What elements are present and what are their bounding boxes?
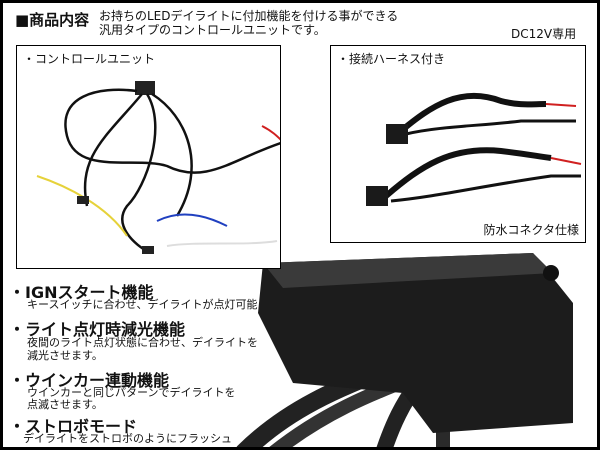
harness-panel: ・接続ハーネス付き 防水コネクタ仕様 — [330, 45, 586, 243]
feature-title: ・ウインカー連動機能 — [9, 371, 170, 390]
voltage-label: DC12V専用 — [511, 27, 577, 41]
feature-description: 点滅させます。 — [27, 398, 103, 411]
description-line: お持ちのLEDデイライトに付加機能を付ける事ができる — [99, 9, 399, 23]
harness-label: ・接続ハーネス付き — [337, 52, 446, 66]
control-unit-label: ・コントロールユニット — [23, 52, 156, 66]
control-unit-panel: ・コントロールユニット — [16, 45, 281, 269]
feature-description: 夜間のライト点灯状態に合わせ、デイライトを — [27, 336, 258, 349]
feature-description: ウインカーと同じパターンでデイライトを — [27, 386, 236, 399]
feature-description: キースイッチに合わせ、デイライトが点灯可能 — [27, 298, 258, 311]
feature-description: デイライトをストロボのようにフラッシュ — [23, 432, 232, 445]
description-line: 汎用タイプのコントロールユニットです。 — [99, 23, 326, 37]
feature-title: ・ライト点灯時減光機能 — [9, 320, 186, 339]
control-unit-photo — [236, 253, 573, 447]
harness-caption: 防水コネクタ仕様 — [483, 223, 579, 237]
feature-description: 減光させます。 — [27, 349, 103, 362]
product-description: お持ちのLEDデイライトに付加機能を付ける事ができる 汎用タイプのコントロールユ… — [99, 9, 398, 37]
feature-title: ・IGNスタート機能 — [9, 283, 154, 302]
wiring-photo — [36, 81, 280, 254]
harness-photo — [366, 92, 582, 206]
feature-title: ・ストロボモード — [9, 417, 138, 436]
section-title: ■商品内容 — [15, 11, 90, 29]
